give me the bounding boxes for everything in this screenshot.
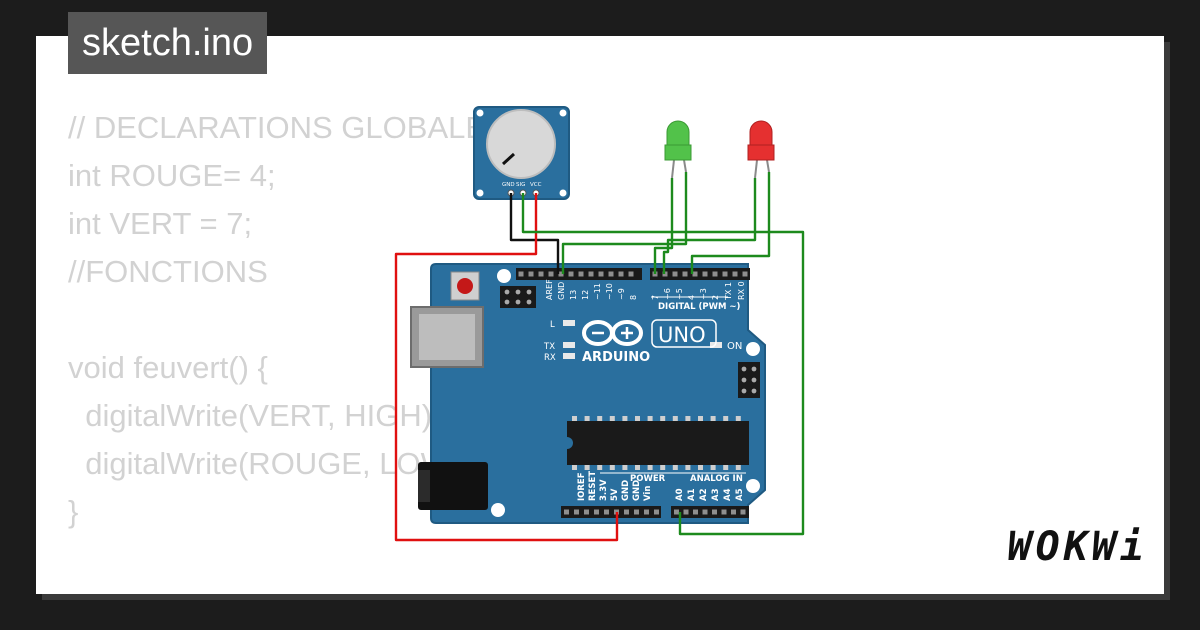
led-l-label: L <box>550 320 555 330</box>
icsp-header <box>500 286 536 308</box>
atmega-chip <box>567 416 749 470</box>
pot-pin-label: GND <box>502 182 515 188</box>
pin-label: GND <box>621 480 631 501</box>
pin-label: ~6 <box>663 288 672 300</box>
potentiometer-knob[interactable] <box>486 109 556 179</box>
wire-vcc <box>394 193 619 542</box>
digital-label: DIGITAL (PWM ~) <box>658 302 740 312</box>
pin-label: 13 <box>569 290 578 300</box>
potentiometer[interactable]: GND SIG VCC <box>473 106 570 200</box>
code-line: void feuvert() { <box>68 350 268 385</box>
code-line: void feurouge() { <box>68 584 507 594</box>
wokwi-logo: WOKWi <box>1007 524 1148 570</box>
file-tab[interactable]: sketch.ino <box>68 12 268 74</box>
pot-pin-label: SIG <box>516 182 525 188</box>
analog-pin-header <box>671 506 749 518</box>
code-line: int ROUGE= 4; <box>68 158 276 193</box>
power-pin-header <box>561 506 661 518</box>
pin-label: ~10 <box>605 283 614 300</box>
wire-red-led-anode <box>690 172 771 274</box>
code-line: } <box>68 494 79 529</box>
pin-label: 3.3V <box>599 479 609 501</box>
mounting-hole <box>746 479 760 493</box>
pin-label: A4 <box>723 488 733 501</box>
pin-label: ~9 <box>617 288 626 300</box>
code-line: //FONCTIONS <box>68 254 268 289</box>
led-rx-indicator <box>563 353 575 359</box>
pin-label: ~11 <box>593 283 602 300</box>
wires <box>394 172 805 542</box>
mounting-hole <box>497 269 511 283</box>
led-tx-indicator <box>563 342 575 348</box>
pin-label: A1 <box>687 488 697 501</box>
pin-label: GND <box>557 282 566 300</box>
led-on-indicator <box>710 342 722 348</box>
wire-sig <box>521 193 805 536</box>
pin-label: AREF <box>545 279 554 300</box>
pin-label: RX 0 <box>737 281 746 300</box>
wire-red-led-cathode <box>662 178 757 274</box>
pin-label: TX 1 <box>724 282 733 301</box>
icsp-header <box>738 362 760 398</box>
green-led[interactable] <box>664 120 692 179</box>
pin-label: A3 <box>711 488 721 501</box>
code-line: int VERT = 7; <box>68 206 253 241</box>
mounting-hole <box>746 342 760 356</box>
pin-label: 8 <box>629 295 638 300</box>
pin-label: IOREF <box>577 472 587 501</box>
pin-label: RESET <box>588 471 598 501</box>
red-led[interactable] <box>747 120 775 179</box>
pot-pin-label: VCC <box>530 182 542 188</box>
wire-gnd <box>509 193 560 274</box>
wire-green-led-cathode <box>561 172 688 274</box>
led-on-label: ON <box>727 341 742 352</box>
pin-label: 5V <box>610 488 620 501</box>
arduino-brand-label: ARDUINO <box>582 350 650 365</box>
led-l-indicator <box>563 320 575 326</box>
arduino-infinity-icon <box>582 320 643 346</box>
board-model-label: UNO <box>658 323 706 347</box>
pin-label: A2 <box>699 488 709 501</box>
wire-green-led-anode <box>653 178 674 274</box>
pin-label: GND <box>632 480 642 501</box>
analog-label: ANALOG IN <box>690 474 743 484</box>
power-jack <box>418 462 488 510</box>
pin-label: Vin <box>643 486 653 501</box>
code-line: digitalWrite(VERT, HIGH); <box>68 398 441 433</box>
power-label: POWER <box>630 474 666 484</box>
led-rx-label: RX <box>544 353 556 363</box>
led-tx-label: TX <box>543 342 555 352</box>
pin-label: A0 <box>675 488 685 501</box>
pin-label: ~5 <box>675 288 684 300</box>
pin-label: 12 <box>581 290 590 300</box>
pin-label: ~3 <box>699 288 708 300</box>
mounting-hole <box>491 503 505 517</box>
pin-label: A5 <box>735 488 745 501</box>
